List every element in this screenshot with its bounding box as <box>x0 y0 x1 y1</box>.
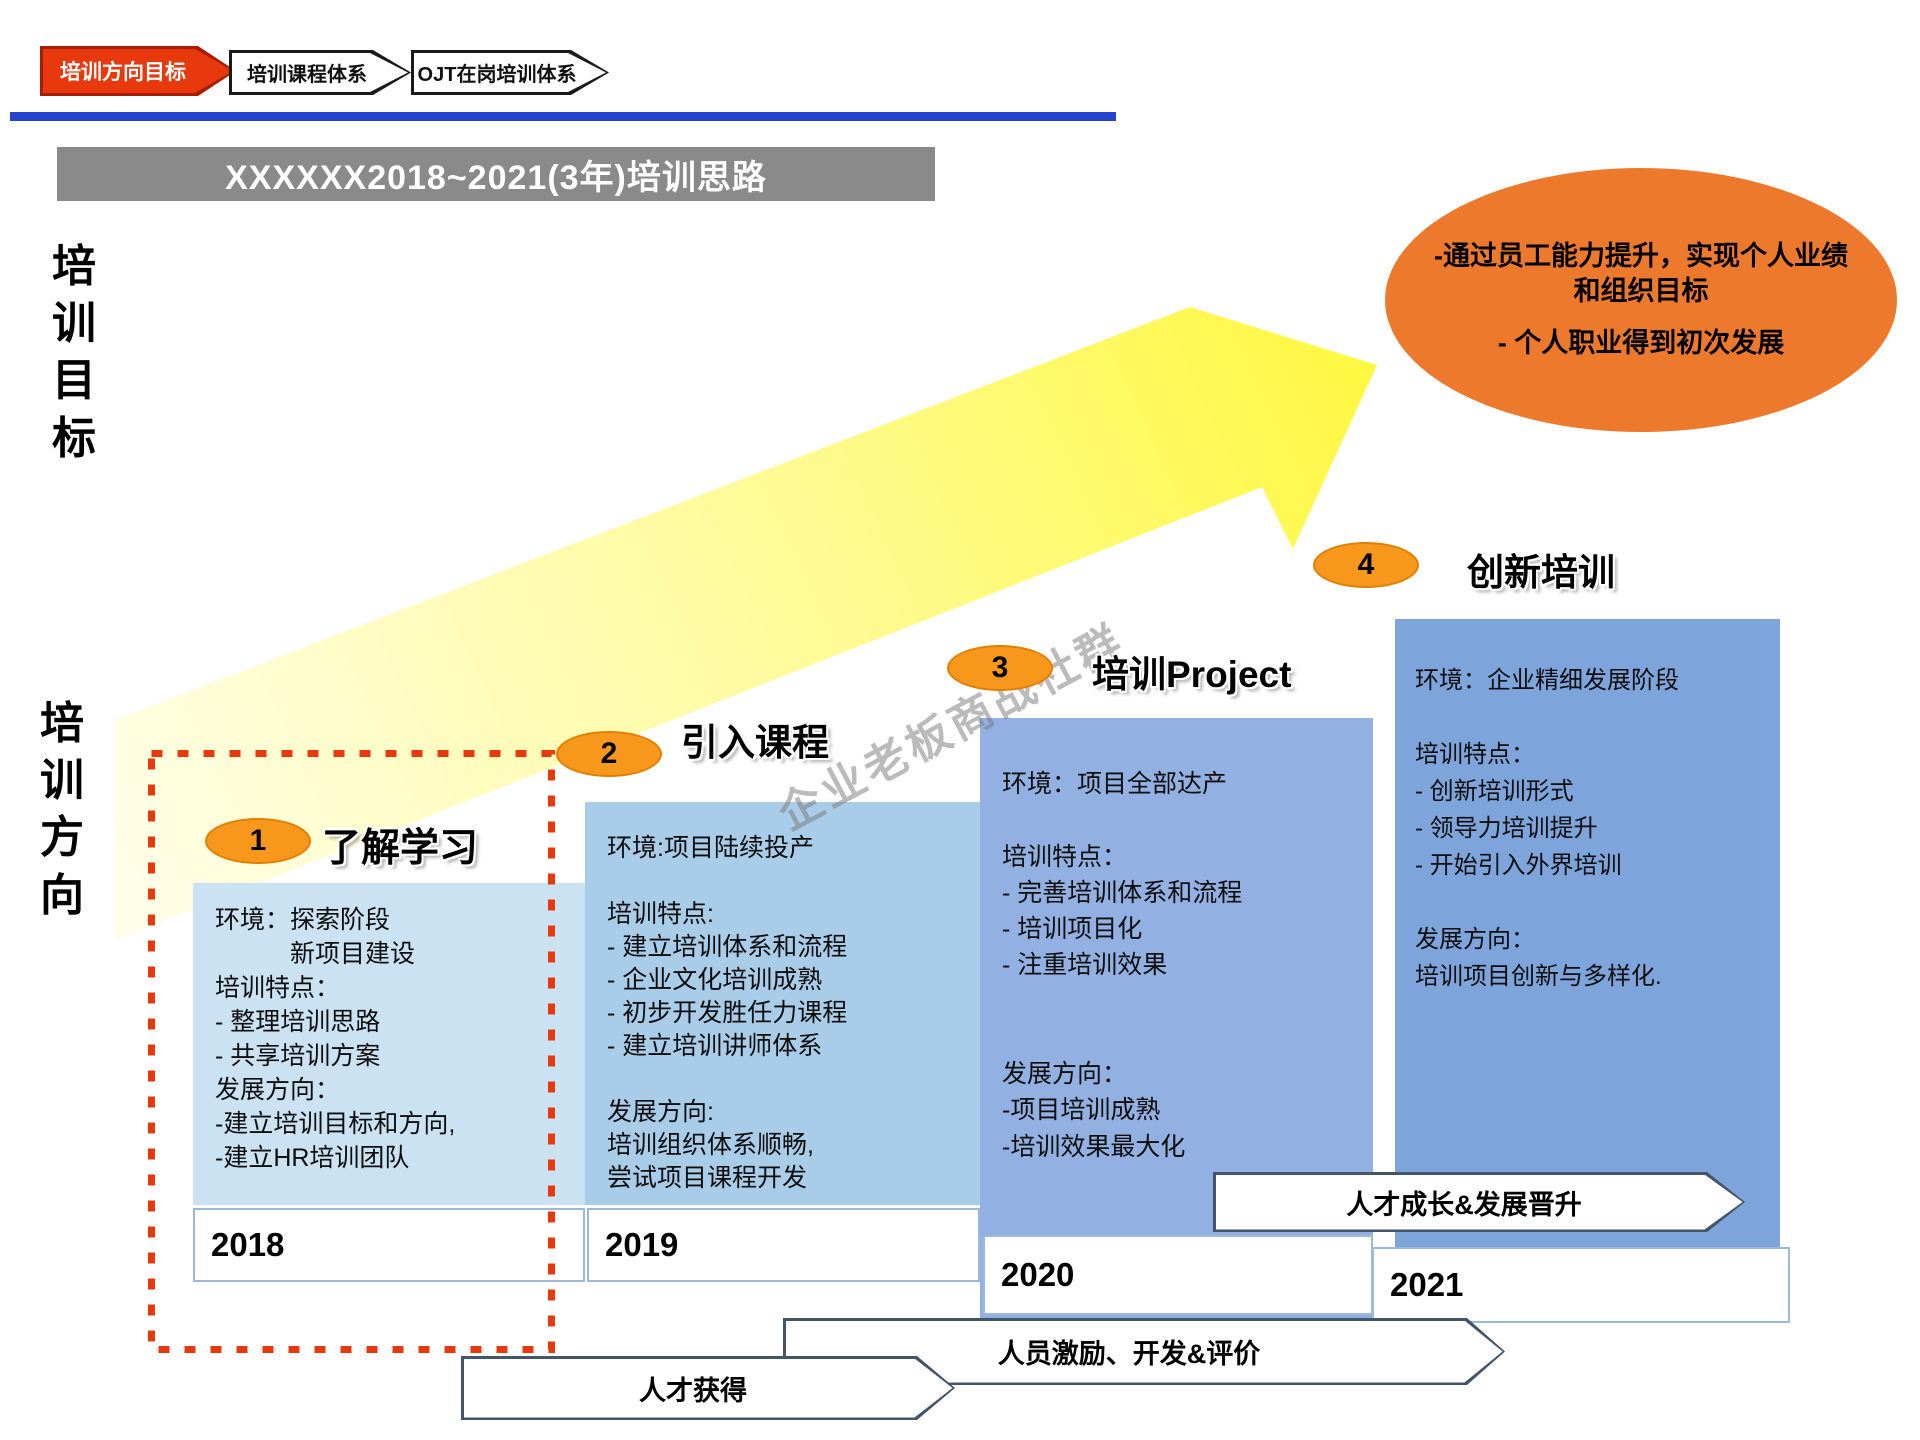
goal-bubble-line2: - 个人职业得到初次发展 <box>1497 327 1785 358</box>
tab-ojt-system[interactable]: OJT在岗培训体系 <box>411 50 609 95</box>
year-box-2020: 2020 <box>983 1235 1373 1315</box>
goal-bubble-line1: -通过员工能力提升，实现个人业绩和组织目标 <box>1434 241 1848 307</box>
banner-talent-acquisition: 人才获得 <box>461 1356 955 1420</box>
stage3-number-badge: 3 <box>947 645 1053 691</box>
stage4-box-2021: 环境：企业精细发展阶段 培训特点： - 创新培训形式 - 领导力培训提升 - 开… <box>1395 619 1780 1250</box>
banner-label: 人才获得 <box>464 1359 953 1418</box>
tab-label: 培训课程体系 <box>232 53 408 92</box>
year-box-2018: 2018 <box>193 1208 585 1282</box>
stage1-number-badge: 1 <box>205 818 311 864</box>
stage2-box-2019: 环境:项目陆续投产 培训特点: - 建立培训体系和流程 - 企业文化培训成熟 -… <box>585 802 980 1205</box>
stage3-title: 培训Project <box>1092 654 1292 695</box>
stage4-number-badge: 4 <box>1313 542 1419 588</box>
year-label: 2018 <box>211 1226 285 1263</box>
tab-course-system[interactable]: 培训课程体系 <box>229 50 411 95</box>
stage1-title: 了解学习 <box>322 827 479 870</box>
side-label-training-goal: 培 训 目 标 <box>52 242 96 463</box>
slide-title-bar: XXXXXX2018~2021(3年)培训思路 <box>57 147 935 201</box>
tab-training-direction-goal[interactable]: 培训方向目标 <box>40 46 236 96</box>
year-box-2019: 2019 <box>587 1208 980 1282</box>
stage2-title: 引入课程 <box>681 722 829 763</box>
side-label-training-direction: 培 训 方 向 <box>40 699 84 920</box>
goal-bubble: -通过员工能力提升，实现个人业绩和组织目标 - 个人职业得到初次发展 <box>1385 168 1897 432</box>
banner-label: 人才成长&发展晋升 <box>1216 1175 1743 1230</box>
slide-title: XXXXXX2018~2021(3年)培训思路 <box>225 158 767 197</box>
banner-talent-growth: 人才成长&发展晋升 <box>1213 1172 1745 1232</box>
year-label: 2021 <box>1390 1266 1464 1303</box>
tab-label: OJT在岗培训体系 <box>414 53 606 92</box>
header-divider-line <box>10 112 1116 121</box>
tab-label: 培训方向目标 <box>43 49 233 93</box>
stage4-title: 创新培训 <box>1467 552 1615 593</box>
stage1-box-2018: 环境：探索阶段 新项目建设 培训特点： - 整理培训思路 - 共享培训方案 发展… <box>193 883 585 1205</box>
year-label: 2020 <box>1001 1256 1075 1293</box>
stage2-number-badge: 2 <box>556 731 662 777</box>
year-label: 2019 <box>605 1226 679 1263</box>
year-box-2021: 2021 <box>1372 1247 1790 1323</box>
